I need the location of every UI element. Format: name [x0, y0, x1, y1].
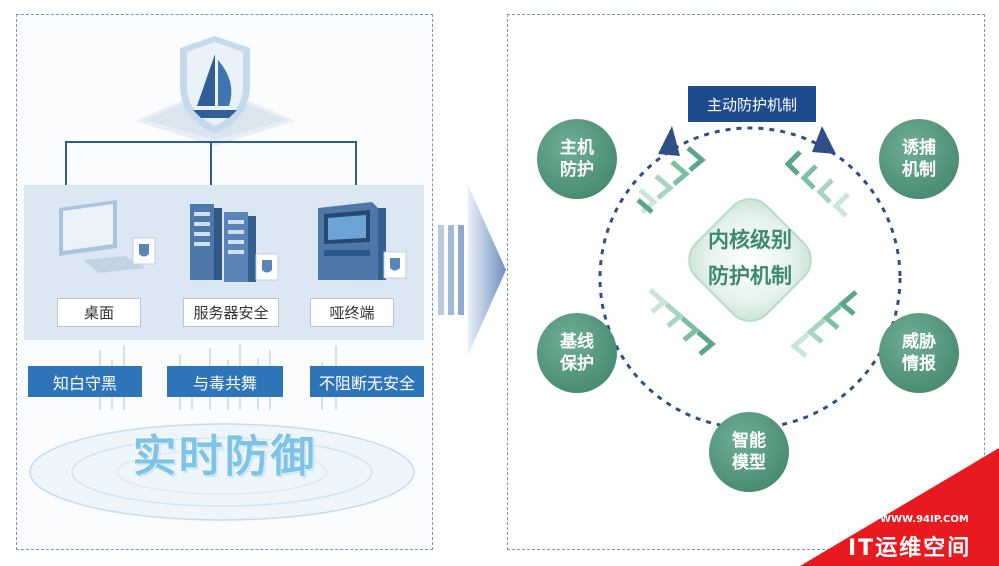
watermark-corner [800, 448, 999, 566]
tag-non-blocking: 不阻断无安全 [310, 366, 424, 397]
circle-threat-intel: 威胁 情报 [879, 313, 959, 393]
core-diamond [688, 198, 812, 322]
flow-arrow [438, 185, 506, 355]
device-label-terminal: 哑终端 [310, 298, 394, 327]
shield-logo [135, 36, 295, 146]
watermark-text: IT运维空间 [848, 536, 972, 561]
device-label-server: 服务器安全 [183, 298, 279, 327]
active-protection-label: 主动防护机制 [688, 86, 816, 122]
device-label-desktop: 桌面 [57, 298, 141, 327]
server-icon [190, 204, 279, 282]
tag-whitelist: 知白守黑 [28, 366, 142, 397]
kiosk-icon [318, 202, 407, 280]
core-mechanism-text: 内核级别 防护机制 [708, 228, 792, 288]
watermark-url: WWW.94IP.COM [880, 514, 969, 525]
circle-baseline-protection: 基线 保护 [537, 313, 617, 393]
tag-coexist: 与毒共舞 [167, 366, 283, 397]
chevron-decorations [636, 146, 858, 358]
circle-trap-mechanism: 诱捕 机制 [879, 119, 959, 199]
desktop-icon [59, 200, 156, 273]
circle-host-protection: 主机 防护 [537, 119, 617, 199]
realtime-defense-title: 实时防御 [132, 431, 317, 482]
circle-smart-model: 智能 模型 [709, 412, 789, 492]
platform-ellipse [29, 423, 415, 521]
